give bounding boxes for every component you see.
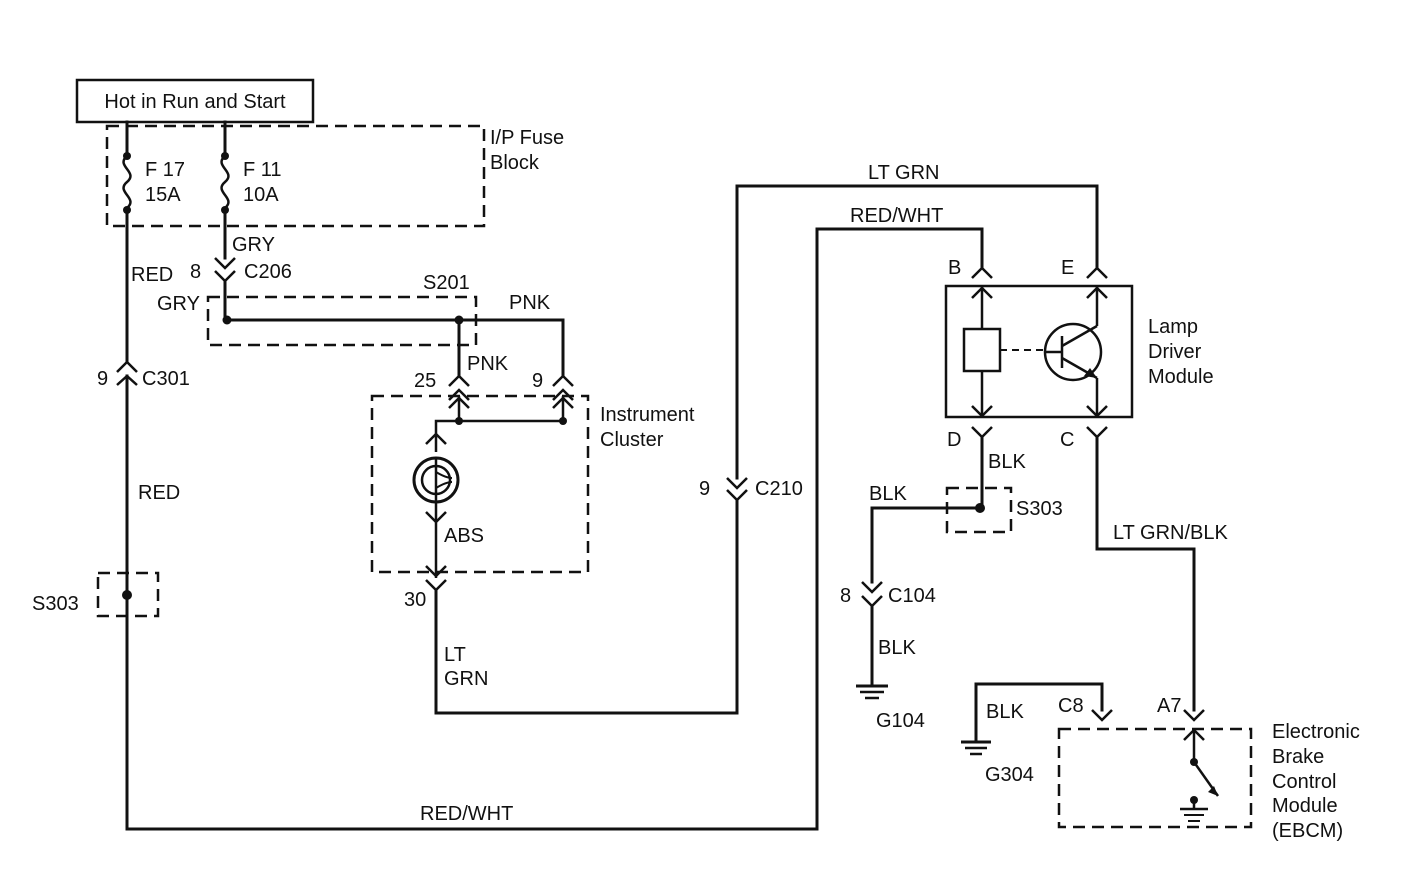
relay-coil-icon <box>962 327 1002 373</box>
wire-blk-splice-label: BLK <box>869 483 907 505</box>
c301-name: C301 <box>142 368 190 390</box>
ebcm-label-1: Electronic <box>1272 721 1360 743</box>
lamp-driver-label-2: Driver <box>1148 341 1202 363</box>
ground-g104-label: G104 <box>876 710 925 732</box>
fuse-f11-name: F 11 <box>243 159 282 181</box>
wire-red-wht-top-label: RED/WHT <box>850 205 943 227</box>
s303-left-label: S303 <box>32 593 79 615</box>
lamp-driver-label-1: Lamp <box>1148 316 1198 338</box>
wire-red-top-label: RED <box>131 264 173 286</box>
wire-blk-c104-label: BLK <box>878 637 916 659</box>
ip-fuse-block <box>105 124 486 228</box>
ebcm-label-2: Brake <box>1272 746 1324 768</box>
a7-label: A7 <box>1157 695 1181 717</box>
instrument-cluster-box <box>370 394 590 574</box>
ebcm-switch-icon <box>1180 728 1220 822</box>
fuse-f17: F 17 15A <box>122 120 185 214</box>
connector-c301: 9 C301 <box>97 360 190 390</box>
wire-lt-label-1: LT <box>444 644 466 666</box>
connector-c104: 8 C104 <box>840 581 936 608</box>
power-source-box <box>75 78 315 124</box>
wire-red-mid-label: RED <box>138 482 180 504</box>
ebcm-label-3: Control <box>1272 771 1336 793</box>
cluster-internal-wiring <box>457 396 565 423</box>
wire-red-wht-bottom-label: RED/WHT <box>420 803 513 825</box>
connector-c206: 8 C206 <box>190 257 292 283</box>
lamp-pin-c: C <box>1060 429 1074 451</box>
c104-pin: 8 <box>840 585 851 607</box>
c301-pin: 9 <box>97 368 108 390</box>
wire-lt-grn-top <box>735 184 1099 480</box>
ebcm-box <box>1057 727 1253 829</box>
fuse-block-label-2: Block <box>490 152 540 174</box>
lamp-pin-d: D <box>947 429 961 451</box>
c206-pin: 8 <box>190 261 201 283</box>
wire-abs-label: ABS <box>444 525 484 547</box>
wire-pnk-drop-label: PNK <box>467 353 509 375</box>
ground-g104-icon <box>856 684 888 700</box>
c206-name: C206 <box>244 261 292 283</box>
connector-lamp-b: B <box>948 257 993 279</box>
fuse-f11: F 11 10A <box>220 120 282 214</box>
wire-blk-splice <box>870 506 982 584</box>
cluster-pin-30: 30 <box>404 589 426 611</box>
wire-lt-label-2: GRN <box>444 668 488 690</box>
connector-c210: 9 C210 <box>699 477 803 502</box>
ground-g304-label: G304 <box>985 764 1034 786</box>
wire-lt-grn-top-label: LT GRN <box>868 162 940 184</box>
lamp-pin-e: E <box>1061 257 1074 279</box>
connector-c8: C8 <box>1058 695 1113 722</box>
wire-lt-grn-blk <box>1095 435 1196 712</box>
transistor-icon <box>1043 322 1103 382</box>
abs-lamp-icon <box>412 456 460 504</box>
wire-gry-top-label: GRY <box>232 234 275 256</box>
connector-lamp-d: D <box>947 426 993 451</box>
connector-a7: A7 <box>1157 695 1205 722</box>
fuse-block-label-1: I/P Fuse <box>490 127 564 149</box>
ebcm-label-5: (EBCM) <box>1272 820 1343 842</box>
fuse-f11-rating: 10A <box>243 184 279 206</box>
fuse-f17-name: F 17 <box>145 159 185 181</box>
connector-lamp-c: C <box>1060 426 1108 451</box>
instrument-cluster-label-1: Instrument <box>600 404 695 426</box>
wire-red-wht <box>125 227 984 831</box>
connector-lamp-e: E <box>1061 257 1108 279</box>
instrument-cluster-label-2: Cluster <box>600 429 664 451</box>
c104-name: C104 <box>888 585 936 607</box>
wire-pnk-top-label: PNK <box>509 292 551 314</box>
ground-g304-icon <box>961 740 991 756</box>
c210-pin: 9 <box>699 478 710 500</box>
wire-lt-grn-lower <box>434 498 739 715</box>
splice-s303-right <box>945 486 1013 534</box>
lamp-pin-b: B <box>948 257 961 279</box>
fuse-f17-rating: 15A <box>145 184 181 206</box>
cluster-pin-25: 25 <box>414 370 436 392</box>
power-source-label: Hot in Run and Start <box>104 91 286 113</box>
cluster-pin-9: 9 <box>532 370 543 392</box>
wire-pnk-main <box>225 318 565 378</box>
c8-label: C8 <box>1058 695 1084 717</box>
connector-cluster-30: 30 <box>404 565 447 611</box>
wire-blk-g304-label: BLK <box>986 701 1024 723</box>
ebcm-label-4: Module <box>1272 795 1338 817</box>
s303-right-label: S303 <box>1016 498 1063 520</box>
connector-cluster-25: 25 <box>414 370 470 401</box>
splice-s303-left <box>96 571 160 618</box>
lamp-driver-label-3: Module <box>1148 366 1214 388</box>
wire-gry-left-label: GRY <box>157 293 200 315</box>
wire-blk-g304 <box>974 682 1104 742</box>
wire-lt-grn-blk-label: LT GRN/BLK <box>1113 522 1229 544</box>
wire-blk-d-label: BLK <box>988 451 1026 473</box>
c210-name: C210 <box>755 478 803 500</box>
s201-label: S201 <box>423 272 470 294</box>
